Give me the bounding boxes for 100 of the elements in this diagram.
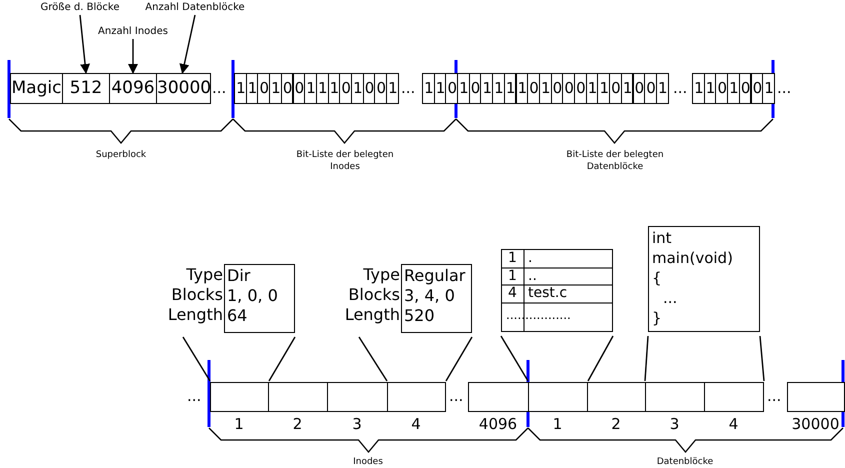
- table-entry: 1: [508, 266, 517, 286]
- brace-label: Inodes: [352, 456, 384, 468]
- superblock-field: 30000: [156, 73, 211, 104]
- block-number: 1: [552, 414, 564, 434]
- block-number: 1: [233, 414, 245, 434]
- bit-cell: 0: [280, 73, 294, 104]
- bit-cell: 0: [715, 73, 728, 104]
- field-value: Regular: [404, 266, 466, 286]
- inode-box: [401, 264, 472, 333]
- bit-cell: 1: [692, 73, 705, 104]
- annotation-label: Anzahl Datenblöcke: [140, 2, 250, 13]
- bit-cell: 1: [457, 73, 470, 104]
- bit-cell: 1: [304, 73, 317, 104]
- field-name: Length: [344, 305, 400, 325]
- bit-cell: 0: [609, 73, 622, 104]
- superblock-field: 4096: [109, 73, 157, 104]
- bit-cell: 0: [257, 73, 270, 104]
- brace-label: Bit-Liste der belegten Datenblöcke: [565, 149, 665, 173]
- bit-cell: 1: [492, 73, 505, 104]
- brace-label: Datenblöcke: [656, 456, 714, 468]
- field-value: 3, 4, 0: [404, 286, 455, 306]
- bit-cell: 1: [422, 73, 435, 104]
- zoom-line: [358, 336, 388, 382]
- bit-cell: 0: [738, 73, 752, 104]
- bit-cell: 0: [374, 73, 388, 104]
- bit-cell: 0: [574, 73, 587, 104]
- brace-label: Bit-Liste der belegten Inodes: [295, 149, 395, 173]
- code-line: {: [652, 268, 662, 288]
- field-name: Length: [168, 305, 223, 325]
- bit-cell: 1: [597, 73, 610, 104]
- code-line: ...: [663, 288, 678, 308]
- table-entry: .: [528, 249, 532, 268]
- zoom-line: [182, 336, 211, 382]
- block-box: [268, 382, 328, 412]
- block-number: 4096: [478, 414, 518, 434]
- ellipsis: ...: [401, 78, 416, 98]
- bit-cell: 1: [504, 73, 516, 104]
- bit-cell: 1: [620, 73, 634, 104]
- block-number: 4: [728, 414, 740, 434]
- block-box: [528, 382, 588, 412]
- block-box: [787, 382, 845, 412]
- superblock-field: 512: [62, 73, 110, 104]
- zoom-line: [759, 336, 765, 382]
- ellipsis: ...: [212, 78, 226, 98]
- ellipsis: ...: [673, 78, 688, 98]
- block-box: [210, 382, 269, 412]
- table-entry: 1: [508, 249, 517, 268]
- code-box: [648, 226, 760, 332]
- brace-label: Superblock: [94, 149, 148, 161]
- bit-cell: 1: [727, 73, 740, 104]
- block-number: 3: [351, 414, 363, 434]
- bit-cell: 1: [234, 73, 247, 104]
- bit-cell: 1: [386, 73, 399, 104]
- block-box: [468, 382, 529, 412]
- superblock-field: Magic: [10, 73, 63, 104]
- zoom-line: [587, 336, 614, 382]
- code-line: int: [652, 228, 672, 248]
- annotation-label: Anzahl Inodes: [90, 26, 176, 37]
- field-name: Blocks: [348, 285, 400, 305]
- block-box: [704, 382, 764, 412]
- field-value: Dir: [227, 266, 250, 286]
- table-entry: 4: [508, 284, 517, 303]
- bit-cell: 1: [269, 73, 282, 104]
- bit-cell: 1: [316, 73, 329, 104]
- field-name: Type: [186, 265, 223, 285]
- bit-cell: 0: [644, 73, 657, 104]
- block-number: 4: [410, 414, 422, 434]
- ellipsis: ...: [767, 386, 782, 406]
- bit-cell: 0: [339, 73, 352, 104]
- block-box: [387, 382, 446, 412]
- bit-cell: 1: [762, 73, 775, 104]
- bit-cell: 1: [480, 73, 494, 104]
- table-entry: .................: [506, 308, 571, 322]
- bit-cell: 1: [656, 73, 669, 104]
- block-box: [587, 382, 646, 412]
- bit-cell: 1: [351, 73, 364, 104]
- code-line: }: [652, 308, 662, 328]
- arrow: [128, 39, 138, 74]
- table-entry: ..: [528, 266, 537, 286]
- arrow: [79, 14, 90, 74]
- arrow: [179, 14, 196, 74]
- block-number: 2: [292, 414, 304, 434]
- table-entry: test.c: [528, 284, 568, 303]
- inode-box: [224, 264, 295, 333]
- bit-cell: 0: [562, 73, 575, 104]
- block-box: [327, 382, 388, 412]
- ellipsis: ...: [449, 386, 464, 406]
- zoom-line: [268, 336, 296, 382]
- zoom-line: [644, 336, 649, 382]
- ellipsis: ...: [187, 386, 202, 406]
- field-value: 1, 0, 0: [227, 286, 278, 306]
- annotation-label: Größe d. Blöcke: [30, 2, 130, 13]
- directory-table: [501, 249, 613, 332]
- field-value: 520: [404, 306, 435, 326]
- zoom-line: [500, 336, 529, 382]
- block-number: 2: [610, 414, 622, 434]
- block-number: 30000: [790, 414, 840, 434]
- ellipsis: ...: [777, 78, 792, 98]
- field-value: 64: [227, 306, 248, 326]
- bit-cell: 1: [538, 73, 552, 104]
